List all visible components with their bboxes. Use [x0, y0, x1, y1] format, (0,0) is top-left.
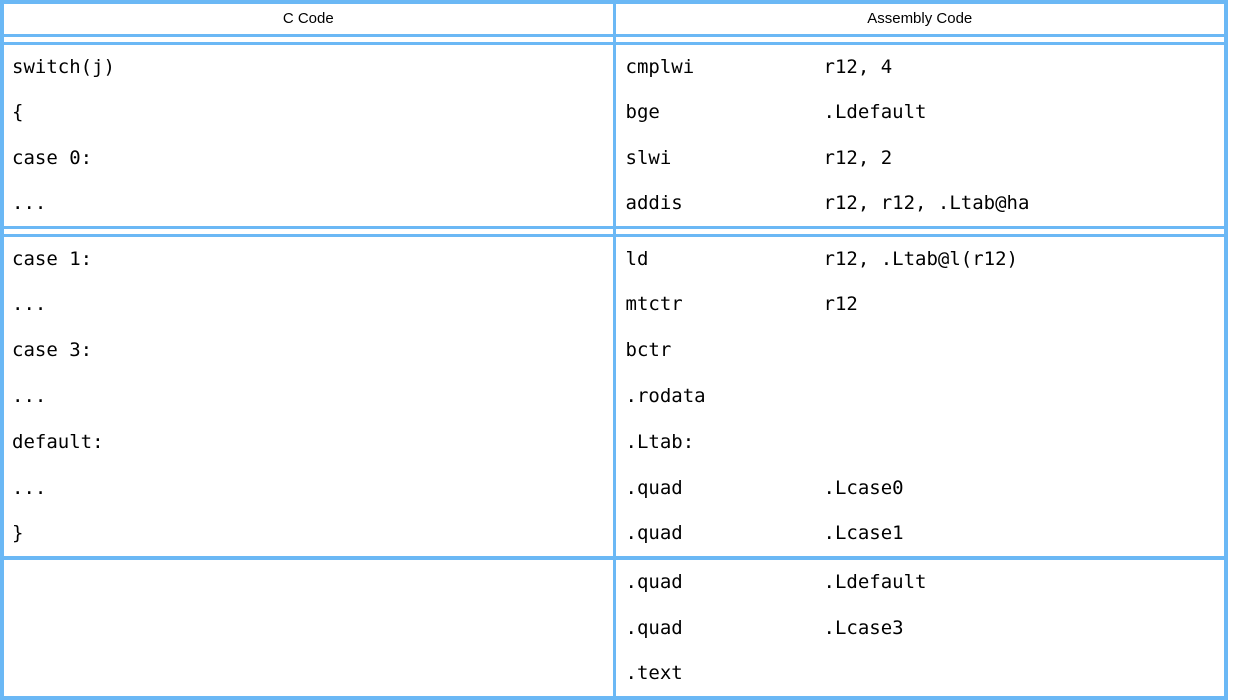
c-code-cell: switch(j) [0, 43, 616, 90]
assembly-code-cell: .rodata [614, 373, 1228, 420]
group-separator-asm-cell [614, 226, 1228, 237]
table-body: switch(j) cmplwi r12, 4 { bge .Ldefault case 0… [0, 34, 1228, 700]
assembly-code-cell: cmplwi r12, 4 [614, 43, 1228, 90]
table-row: .quad .Lcase3 [0, 605, 1228, 652]
table-row: ... mtctr r12 [0, 281, 1228, 328]
assembly-code-cell: bge .Ldefault [614, 89, 1228, 136]
assembly-code-cell: addis r12, r12, .Ltab@ha [614, 181, 1228, 228]
c-code-cell: ... [0, 373, 616, 420]
table-row: .quad .Ldefault [0, 559, 1228, 606]
assembly-operand: .Ldefault [823, 101, 927, 123]
assembly-mnemonic: .Ltab: [625, 431, 695, 453]
assembly-operand: r12, 4 [823, 55, 893, 78]
assembly-mnemonic: .text [625, 662, 683, 684]
assembly-operand: .Lcase1 [823, 522, 904, 544]
c-code-cell: case 1: [0, 235, 616, 282]
c-code-cell: } [0, 511, 616, 558]
table-header: C Code Assembly Code [0, 0, 1228, 36]
assembly-code-cell: .Ltab: [614, 419, 1228, 466]
table-row: default: .Ltab: [0, 419, 1228, 466]
assembly-mnemonic: bctr [625, 339, 672, 361]
c-code-cell: ... [0, 181, 616, 228]
assembly-operand: .Ldefault [823, 571, 927, 593]
assembly-operand: r12 [823, 293, 858, 315]
group-separator-c-cell [0, 34, 616, 45]
assembly-mnemonic: .quad [625, 522, 683, 544]
group-separator-asm-cell [614, 34, 1228, 45]
table-row: } .quad .Lcase1 [0, 511, 1228, 558]
assembly-code-cell: bctr [614, 327, 1228, 374]
table-row: case 0: slwi r12, 2 [0, 135, 1228, 182]
assembly-operand: .Lcase0 [823, 477, 904, 499]
assembly-mnemonic: ld [625, 247, 649, 270]
c-code-cell [0, 605, 616, 652]
assembly-mnemonic: .quad [625, 477, 683, 499]
table-row: { bge .Ldefault [0, 89, 1228, 136]
assembly-mnemonic: .rodata [625, 385, 706, 407]
assembly-code-cell: .text [614, 651, 1228, 700]
c-code-cell: ... [0, 281, 616, 328]
table-row: ... .rodata [0, 373, 1228, 420]
assembly-code-cell: .quad .Lcase3 [614, 605, 1228, 652]
assembly-operand: r12, .Ltab@l(r12) [823, 247, 1018, 270]
group-separator [0, 34, 1228, 45]
c-code-cell: default: [0, 419, 616, 466]
group-separator [0, 226, 1228, 237]
assembly-mnemonic: .quad [625, 571, 683, 593]
assembly-mnemonic: addis [625, 192, 683, 215]
c-code-cell: case 3: [0, 327, 616, 374]
assembly-mnemonic: .quad [625, 617, 683, 639]
c-code-cell [0, 559, 616, 606]
column-header-assembly-code: Assembly Code [614, 0, 1228, 36]
group-separator-c-cell [0, 226, 616, 237]
assembly-code-cell: slwi r12, 2 [614, 135, 1228, 182]
assembly-operand: r12, 2 [823, 147, 893, 169]
assembly-operand: .Lcase3 [823, 617, 904, 639]
table-row: ... .quad .Lcase0 [0, 465, 1228, 512]
c-code-cell: case 0: [0, 135, 616, 182]
c-code-cell: { [0, 89, 616, 136]
table-row: case 3: bctr [0, 327, 1228, 374]
c-code-cell: ... [0, 465, 616, 512]
assembly-code-cell: mtctr r12 [614, 281, 1228, 328]
header-row: C Code Assembly Code [0, 0, 1228, 36]
assembly-code-cell: .quad .Lcase1 [614, 511, 1228, 558]
assembly-code-cell: ld r12, .Ltab@l(r12) [614, 235, 1228, 282]
table-row: ... addis r12, r12, .Ltab@ha [0, 181, 1228, 228]
assembly-mnemonic: bge [625, 101, 660, 123]
column-header-c-code: C Code [0, 0, 616, 36]
assembly-code-cell: .quad .Lcase0 [614, 465, 1228, 512]
c-code-cell [0, 651, 616, 700]
assembly-code-cell: .quad .Ldefault [614, 559, 1228, 606]
assembly-mnemonic: mtctr [625, 293, 683, 315]
assembly-operand: r12, r12, .Ltab@ha [823, 192, 1030, 215]
table-row: switch(j) cmplwi r12, 4 [0, 43, 1228, 90]
table-row: .text [0, 651, 1228, 700]
table-row: case 1: ld r12, .Ltab@l(r12) [0, 235, 1228, 282]
assembly-mnemonic: slwi [625, 147, 672, 169]
assembly-mnemonic: cmplwi [625, 55, 695, 78]
